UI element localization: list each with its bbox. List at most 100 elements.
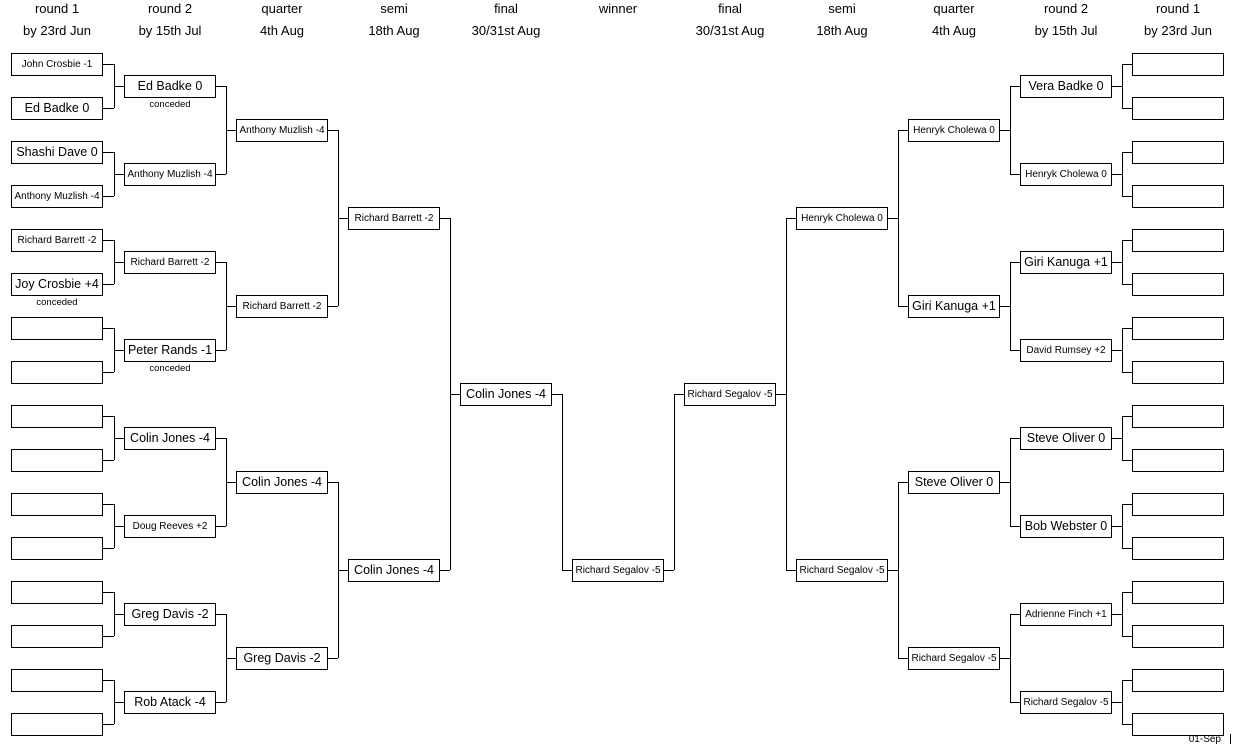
column-subtitle: 18th Aug bbox=[816, 23, 868, 38]
right-round2-entry: Giri Kanuga +1 bbox=[1020, 250, 1112, 274]
left-round1-entry: Shashi Dave 0 bbox=[11, 140, 103, 164]
column-subtitle: 4th Aug bbox=[259, 23, 305, 38]
column-subtitle: 4th Aug bbox=[931, 23, 977, 38]
left-round1-entry bbox=[11, 536, 103, 560]
column-header-7: semi 18th Aug bbox=[787, 0, 897, 42]
left-round1-entry: Richard Barrett -2 bbox=[11, 228, 103, 252]
left-round2-entry: Doug Reeves +2 bbox=[124, 514, 216, 538]
left-semi-entry: Colin Jones -4 bbox=[348, 558, 440, 582]
left-round1-entry: Anthony Muzlish -4 bbox=[11, 184, 103, 208]
column-subtitle: 30/31st Aug bbox=[695, 23, 765, 38]
right-final-entry: Richard Segalov -5 bbox=[684, 382, 776, 406]
right-semi-entry: Henryk Cholewa 0 bbox=[796, 206, 888, 230]
conceded-note: conceded bbox=[149, 98, 191, 110]
column-header-3: semi 18th Aug bbox=[339, 0, 449, 42]
left-quarter-entry: Greg Davis -2 bbox=[236, 646, 328, 670]
right-round2-entry: Steve Oliver 0 bbox=[1020, 426, 1112, 450]
left-round2-entry: Greg Davis -2 bbox=[124, 602, 216, 626]
left-semi-entry: Richard Barrett -2 bbox=[348, 206, 440, 230]
left-quarter-entry: Colin Jones -4 bbox=[236, 470, 328, 494]
right-round1-entry bbox=[1132, 140, 1224, 164]
left-round1-entry bbox=[11, 316, 103, 340]
footer-date: 01-Sep bbox=[1188, 734, 1221, 745]
column-subtitle: 30/31st Aug bbox=[471, 23, 541, 38]
left-round2-entry: Rob Atack -4 bbox=[124, 690, 216, 714]
right-round1-entry bbox=[1132, 184, 1224, 208]
right-quarter-entry: Richard Segalov -5 bbox=[908, 646, 1000, 670]
left-round1-entry bbox=[11, 448, 103, 472]
column-header-2: quarter 4th Aug bbox=[227, 0, 337, 42]
right-round1-entry bbox=[1132, 316, 1224, 340]
column-title: round 2 bbox=[147, 1, 193, 16]
column-header-0: round 1 by 23rd Jun bbox=[2, 0, 112, 42]
column-subtitle bbox=[563, 20, 673, 42]
conceded-note: conceded bbox=[149, 362, 191, 374]
column-header-1: round 2 by 15th Jul bbox=[115, 0, 225, 42]
column-header-4: final 30/31st Aug bbox=[451, 0, 561, 42]
right-round1-entry bbox=[1132, 668, 1224, 692]
right-round1-entry bbox=[1132, 448, 1224, 472]
right-round1-entry bbox=[1132, 580, 1224, 604]
left-round1-entry bbox=[11, 404, 103, 428]
right-round2-entry: Richard Segalov -5 bbox=[1020, 690, 1112, 714]
left-round2-entry: Peter Rands -1 bbox=[124, 338, 216, 362]
right-round2-entry: Bob Webster 0 bbox=[1020, 514, 1112, 538]
column-title: round 2 bbox=[1043, 1, 1089, 16]
column-header-5: winner bbox=[563, 0, 673, 42]
column-subtitle: 18th Aug bbox=[368, 23, 420, 38]
left-round1-entry bbox=[11, 668, 103, 692]
left-round2-entry: Richard Barrett -2 bbox=[124, 250, 216, 274]
right-quarter-entry: Steve Oliver 0 bbox=[908, 470, 1000, 494]
column-title: final bbox=[718, 1, 742, 16]
left-round2-entry: Colin Jones -4 bbox=[124, 426, 216, 450]
right-semi-entry: Richard Segalov -5 bbox=[796, 558, 888, 582]
column-title: round 1 bbox=[34, 1, 80, 16]
left-round1-entry bbox=[11, 580, 103, 604]
winner-entry: Richard Segalov -5 bbox=[572, 558, 664, 582]
right-quarter-entry: Giri Kanuga +1 bbox=[908, 294, 1000, 318]
column-subtitle: by 23rd Jun bbox=[1144, 23, 1212, 38]
column-subtitle: by 23rd Jun bbox=[23, 23, 91, 38]
left-quarter-entry: Richard Barrett -2 bbox=[236, 294, 328, 318]
left-round1-entry bbox=[11, 624, 103, 648]
column-header-6: final 30/31st Aug bbox=[675, 0, 785, 42]
column-title: winner bbox=[598, 1, 638, 16]
left-round1-entry: Ed Badke 0 bbox=[11, 96, 103, 120]
column-title: quarter bbox=[261, 1, 303, 16]
right-round2-entry: Henryk Cholewa 0 bbox=[1020, 162, 1112, 186]
left-round1-entry bbox=[11, 492, 103, 516]
column-title: quarter bbox=[933, 1, 975, 16]
right-round1-entry bbox=[1132, 712, 1224, 736]
right-round1-entry bbox=[1132, 52, 1224, 76]
column-title: semi bbox=[380, 1, 408, 16]
right-round2-entry: Vera Badke 0 bbox=[1020, 74, 1112, 98]
left-round2-entry: Anthony Muzlish -4 bbox=[124, 162, 216, 186]
right-round1-entry bbox=[1132, 404, 1224, 428]
right-round1-entry bbox=[1132, 272, 1224, 296]
right-round2-entry: Adrienne Finch +1 bbox=[1020, 602, 1112, 626]
column-subtitle: by 15th Jul bbox=[138, 23, 202, 38]
right-round2-entry: David Rumsey +2 bbox=[1020, 338, 1112, 362]
column-header-8: quarter 4th Aug bbox=[899, 0, 1009, 42]
right-round1-entry bbox=[1132, 228, 1224, 252]
column-header-10: round 1 by 23rd Jun bbox=[1123, 0, 1233, 42]
right-round1-entry bbox=[1132, 360, 1224, 384]
column-title: final bbox=[494, 1, 518, 16]
right-round1-entry bbox=[1132, 536, 1224, 560]
column-title: round 1 bbox=[1155, 1, 1201, 16]
left-round1-entry: John Crosbie -1 bbox=[11, 52, 103, 76]
left-round1-entry bbox=[11, 712, 103, 736]
footer-tick bbox=[1230, 734, 1231, 744]
conceded-note: conceded bbox=[36, 296, 78, 308]
column-title: semi bbox=[828, 1, 856, 16]
right-round1-entry bbox=[1132, 624, 1224, 648]
left-round1-entry: Joy Crosbie +4 bbox=[11, 272, 103, 296]
left-round1-entry bbox=[11, 360, 103, 384]
left-final-entry: Colin Jones -4 bbox=[460, 382, 552, 406]
right-round1-entry bbox=[1132, 492, 1224, 516]
left-round2-entry: Ed Badke 0 bbox=[124, 74, 216, 98]
left-quarter-entry: Anthony Muzlish -4 bbox=[236, 118, 328, 142]
